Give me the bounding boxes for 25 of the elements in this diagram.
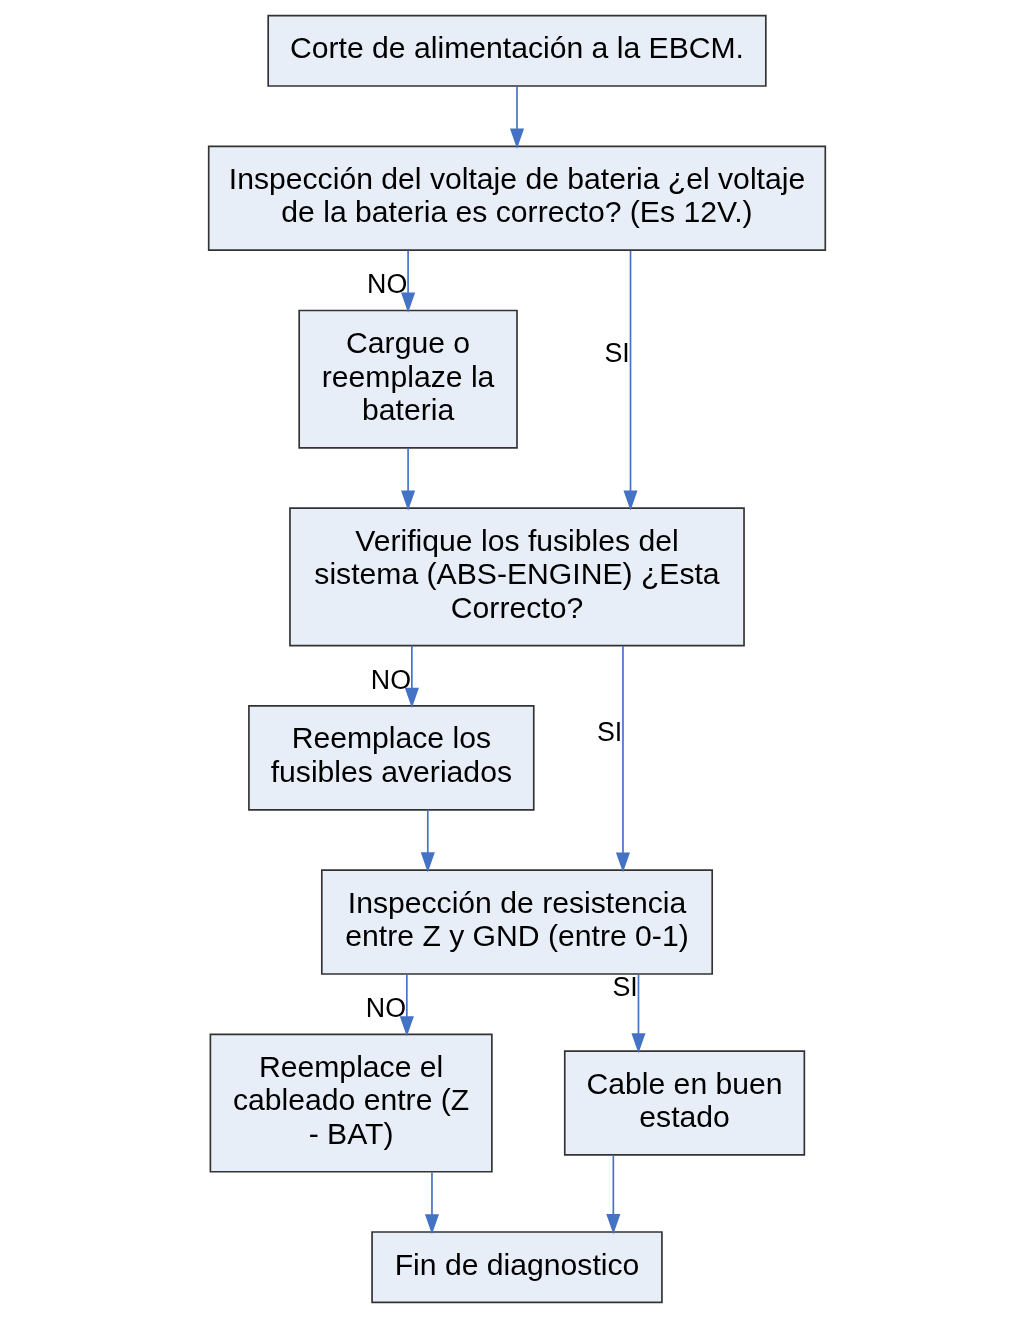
arrow (509, 85, 524, 149)
node-box: Inspección del voltaje de bateria ¿el voltaje de la bateria es correcto? (Es 12V.) (207, 145, 826, 251)
node-box: Cargue o reemplaze la bateria (297, 309, 518, 449)
edge-label: NO (370, 664, 411, 695)
arrow (400, 249, 415, 313)
arrow (400, 447, 415, 511)
edge-label: SI (603, 338, 630, 369)
arrow (404, 645, 419, 708)
arrow (605, 1154, 620, 1235)
arrow (630, 973, 646, 1054)
node-box: Reemplace los fusibles averiados (247, 705, 535, 811)
arrow (424, 1171, 439, 1235)
edge-label: SI (596, 716, 622, 747)
edge-label: NO (365, 993, 406, 1024)
node-box: Inspección de resistencia entre Z y GND (entre 0-1) (320, 869, 713, 975)
node-box: Fin de diagnostico (370, 1231, 663, 1304)
node-box: Verifique los fusibles del sistema (ABS-ENGINE) ¿Esta Correcto? (288, 507, 745, 647)
node-box: Reemplace el cableado entre (Z - BAT) (209, 1033, 493, 1173)
arrow (615, 645, 630, 873)
arrow (399, 973, 414, 1037)
arrow (420, 808, 435, 873)
arrow (622, 250, 638, 511)
node-box: Cable en buen estado (563, 1050, 805, 1156)
edge-label: NO (366, 269, 407, 300)
node-box: Corte de alimentación a la EBCM. (266, 14, 767, 87)
